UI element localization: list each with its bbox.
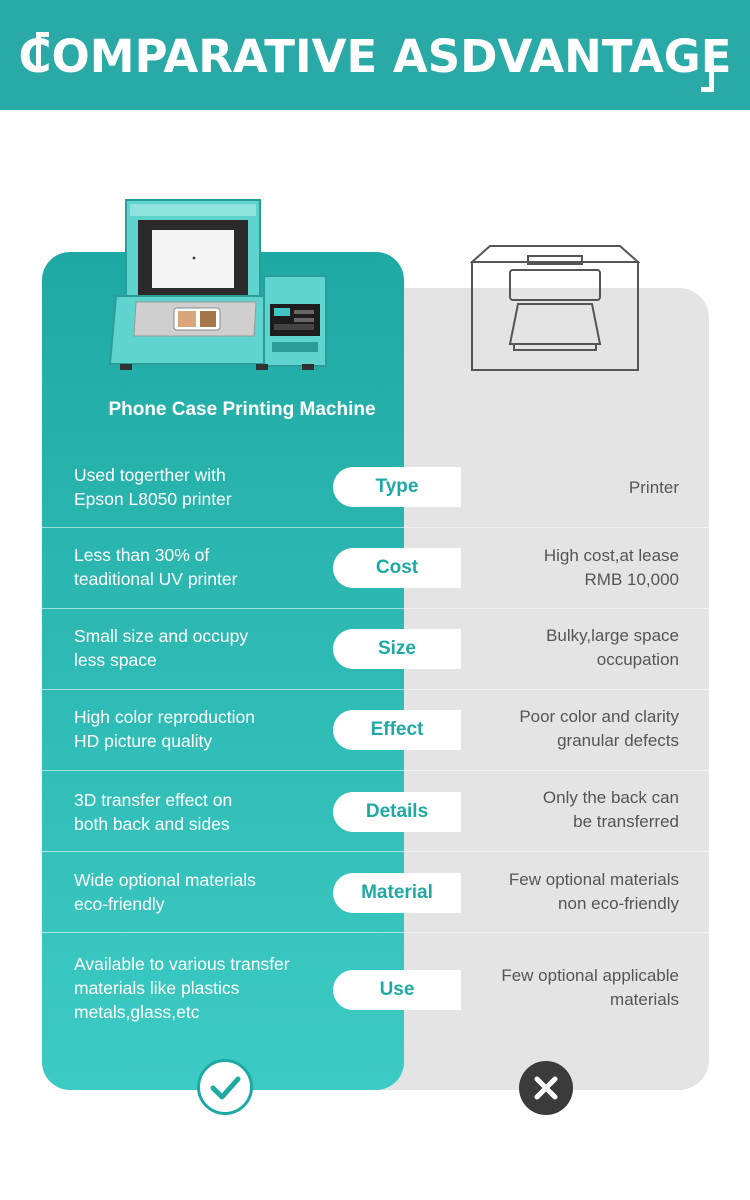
category-pill: Size (333, 629, 461, 669)
drawback-text: Few optional materials non eco-friendly (508, 870, 679, 913)
drawback-text: Bulky,large space occupation (546, 626, 679, 669)
advantage-text: Small size and occupy less space (74, 626, 249, 670)
advantage-text: Used togerther with Epson L8050 printer (74, 465, 232, 509)
category-pill: Details (333, 792, 461, 832)
compare-row-material: Wide optional materials eco-friendly Mat… (42, 852, 709, 933)
product-panel (42, 252, 404, 1090)
page-title: COMPARATIVE ASDVANTAGE (18, 30, 732, 83)
row-divider (42, 770, 709, 771)
category-pill: Use (333, 970, 461, 1010)
left-bracket-icon (36, 32, 49, 67)
machine-image (108, 199, 327, 370)
row-divider (42, 932, 709, 933)
advantage-text: Less than 30% of teaditional UV printer (74, 545, 238, 589)
row-divider (42, 689, 709, 690)
category-pill: Material (333, 873, 461, 913)
advantage-text: Available to various transfer materials … (74, 954, 290, 1022)
compare-row-effect: High color reproduction HD picture quali… (42, 690, 709, 771)
category-pill: Type (333, 467, 461, 507)
row-divider (42, 527, 709, 528)
row-divider (42, 851, 709, 852)
drawback-text: High cost,at lease RMB 10,000 (543, 546, 679, 589)
drawback-text: Poor color and clarity granular defects (519, 707, 679, 750)
compare-row-details: 3D transfer effect on both back and side… (42, 771, 709, 852)
printer-outline-icon (470, 245, 640, 371)
drawback-text: Printer (628, 478, 679, 497)
advantage-text: Wide optional materials eco-friendly (74, 870, 256, 914)
category-pill: Effect (333, 710, 461, 750)
drawback-text: Few optional applicable materials (501, 966, 679, 1009)
drawback-text: Only the back can be transferred (542, 788, 679, 831)
advantage-text: 3D transfer effect on both back and side… (74, 790, 233, 834)
row-divider (42, 608, 709, 609)
compare-row-type: Used togerther with Epson L8050 printer … (42, 447, 709, 528)
x-icon (519, 1061, 573, 1115)
header-banner: COMPARATIVE ASDVANTAGE (0, 0, 750, 110)
advantage-text: High color reproduction HD picture quali… (74, 707, 255, 751)
right-bracket-icon (701, 57, 714, 92)
category-pill: Cost (333, 548, 461, 588)
compare-row-size: Small size and occupy less space Size Bu… (42, 609, 709, 690)
check-icon (197, 1059, 253, 1115)
product-title: Phone Case Printing Machine (108, 399, 376, 420)
compare-row-cost: Less than 30% of teaditional UV printer … (42, 528, 709, 609)
compare-row-use: Available to various transfer materials … (42, 933, 709, 1043)
